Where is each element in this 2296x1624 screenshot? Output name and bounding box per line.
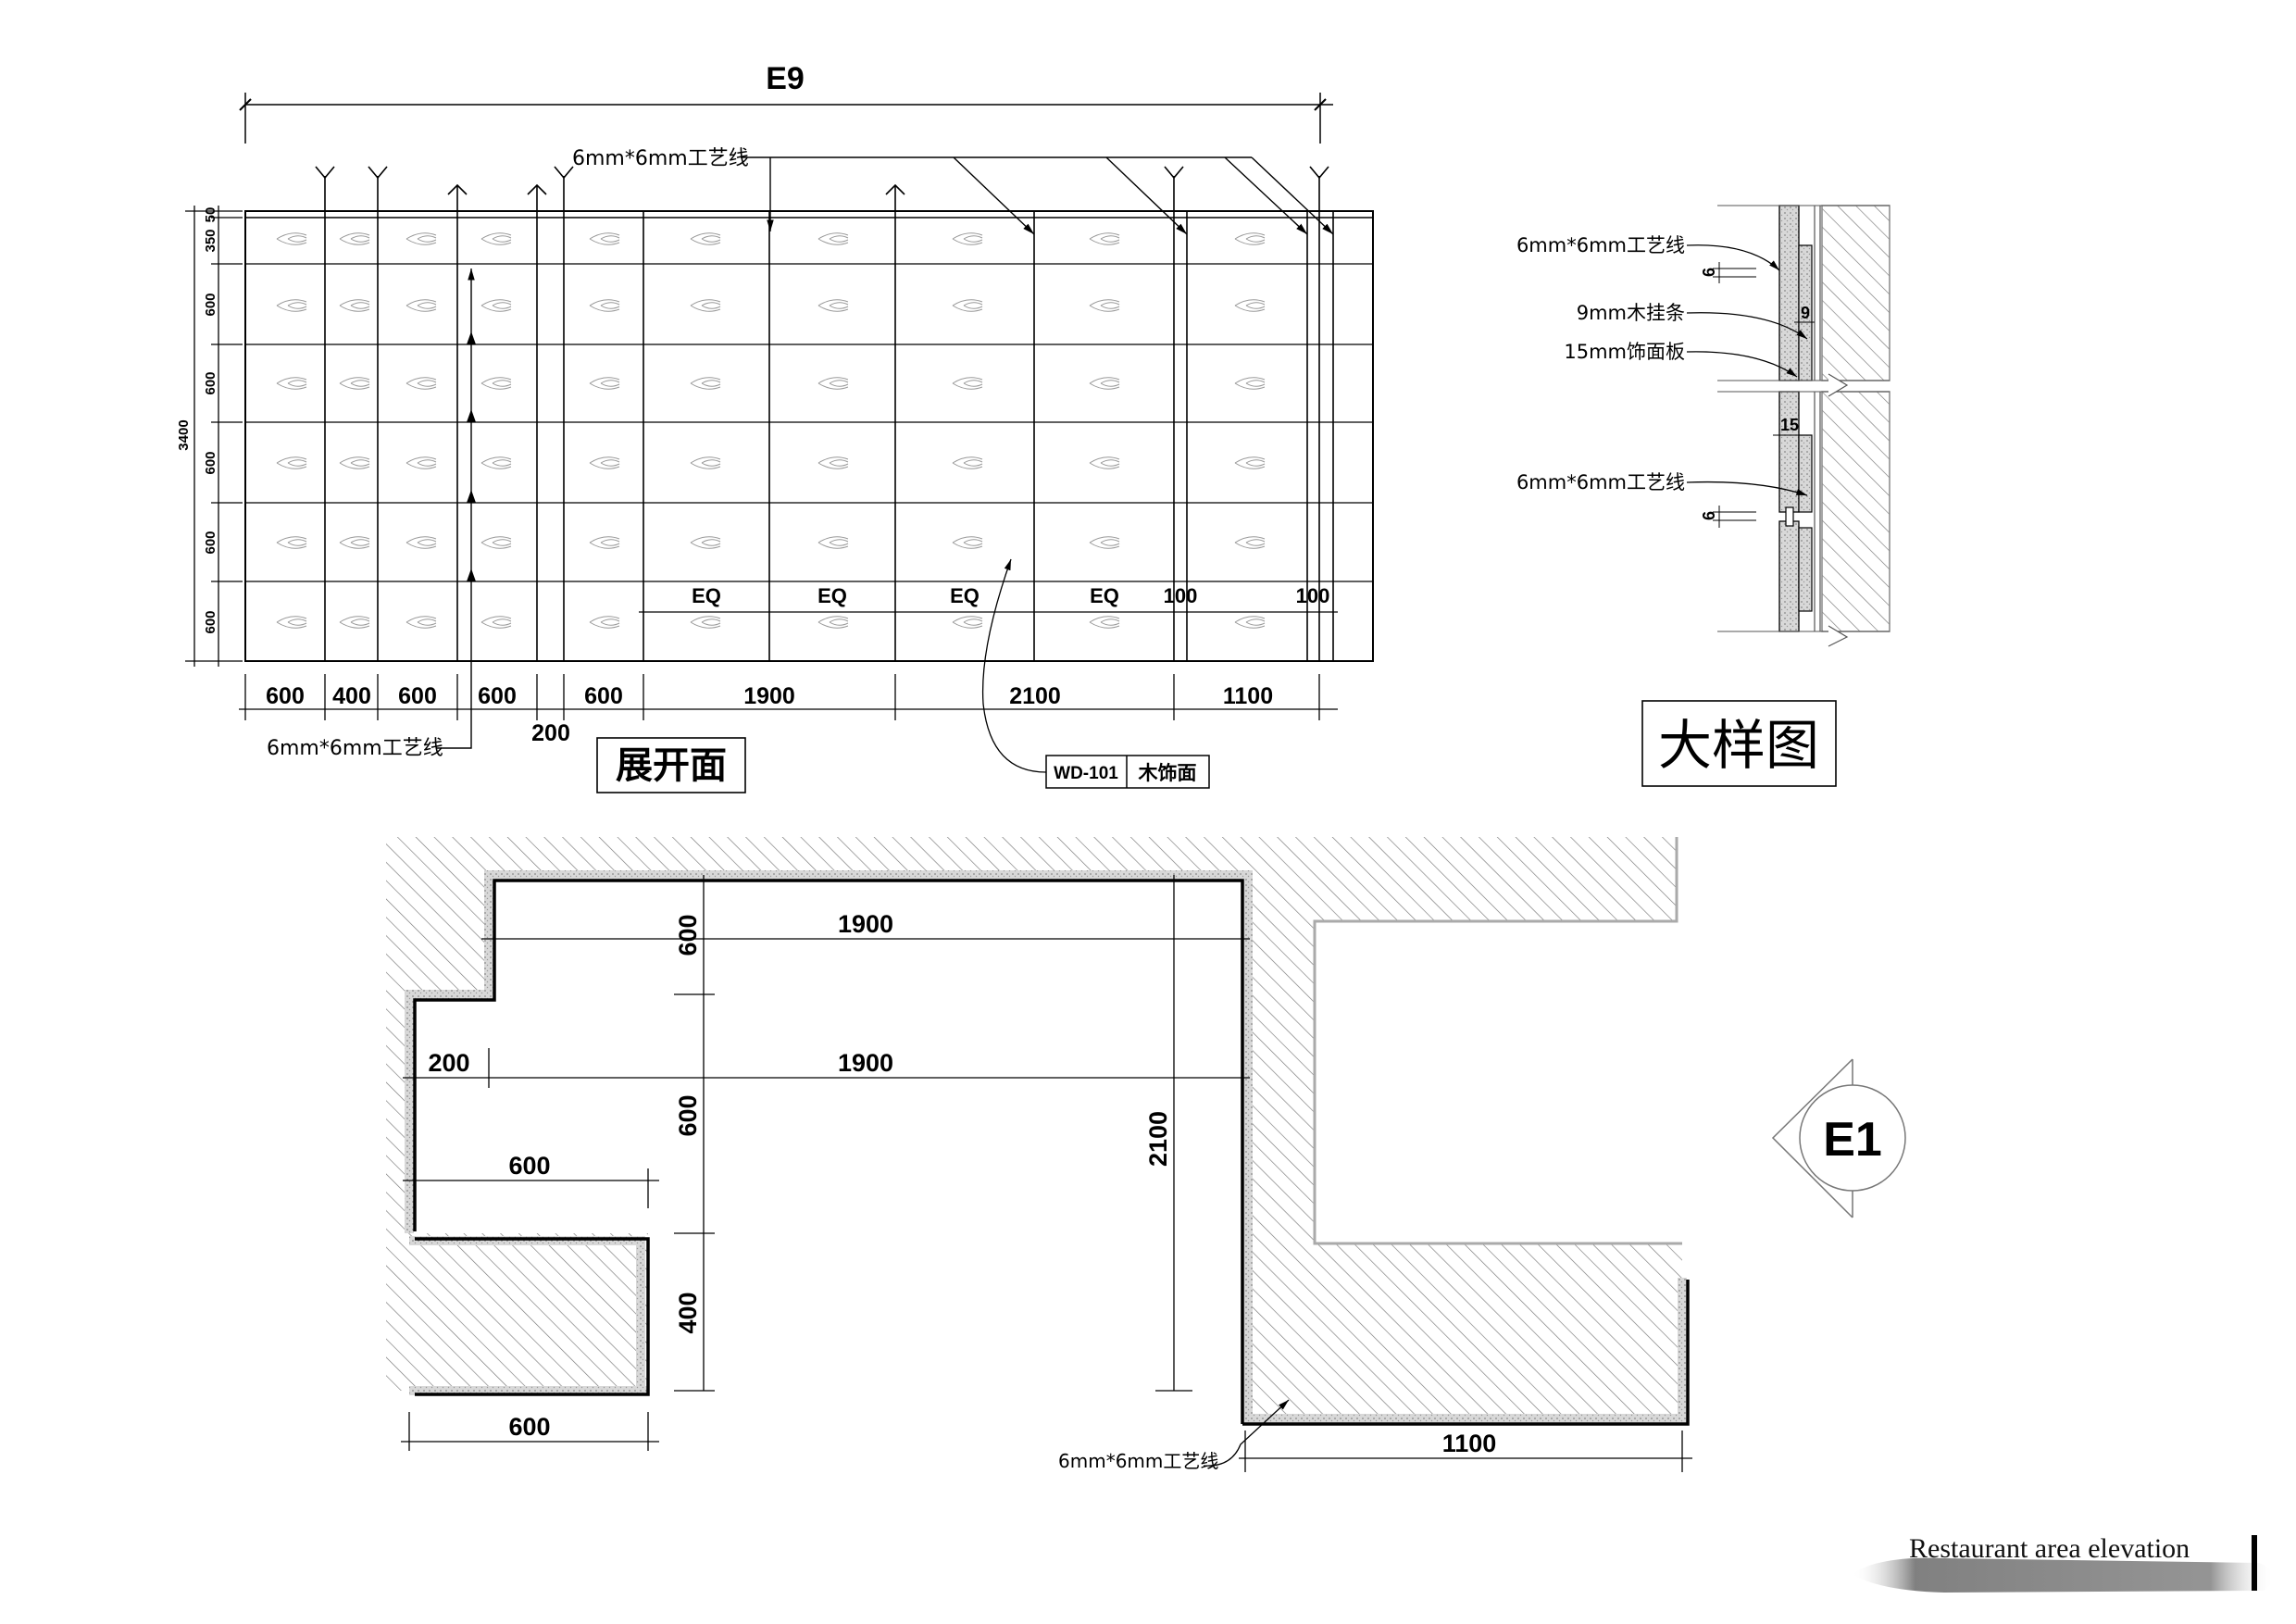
plan-dim: 600 (508, 1152, 550, 1180)
dim-row: 600 (203, 610, 218, 633)
plan-dim: 2100 (1144, 1111, 1172, 1167)
dim-row: 350 (203, 229, 218, 252)
dim-col: 400 (332, 683, 371, 709)
detail-dim: 15 (1780, 416, 1799, 434)
plan-callout-groove: 6mm*6mm工艺线 (1058, 1450, 1218, 1472)
detail-dim: 6 (1700, 268, 1718, 277)
detail-label-groove1: 6mm*6mm工艺线 (1516, 234, 1685, 256)
title-stamp: Restaurant area elevation (1852, 1533, 2275, 1593)
dim-col: 600 (478, 683, 517, 709)
dim-col: 200 (531, 720, 570, 746)
dim-row: 600 (203, 531, 218, 554)
dim-col: 2100 (1009, 683, 1061, 709)
dim-eq: EQ (1090, 584, 1119, 607)
detail-label-panel: 15mm饰面板 (1564, 341, 1685, 363)
plan-dim: 400 (674, 1292, 702, 1333)
detail-label-groove2: 6mm*6mm工艺线 (1516, 471, 1685, 493)
dim-col: 600 (398, 683, 437, 709)
material-name: 木饰面 (1138, 762, 1197, 784)
dim-eq: EQ (817, 584, 847, 607)
plan-dim: 600 (508, 1413, 550, 1441)
material-tag: WD-101 木饰面 (1045, 755, 1210, 789)
plan-dim: 600 (674, 914, 702, 956)
material-code: WD-101 (1054, 764, 1118, 783)
dim-row: 50 (203, 207, 218, 223)
dim-offset: 100 (1296, 584, 1330, 607)
view-marker-label: E1 (1823, 1113, 1882, 1167)
dim-row: 600 (203, 293, 218, 316)
detail-dim: 6 (1700, 511, 1718, 520)
plan-dim: 600 (674, 1094, 702, 1136)
dim-offset: 100 (1164, 584, 1198, 607)
dim-col: 600 (584, 683, 623, 709)
detail-section-view: 6mm*6mm工艺线 9mm木挂条 15mm饰面板 6mm*6mm工艺线 6 9… (1516, 205, 1890, 787)
view-marker-e1: E1 (1771, 1058, 1906, 1218)
callout-groove-bottom: 6mm*6mm工艺线 (267, 737, 443, 760)
plan-dim: 1100 (1442, 1430, 1497, 1457)
detail-caption: 大样图 (1658, 714, 1819, 777)
dim-overall-height: 3400 (176, 419, 192, 450)
dim-col: 1900 (743, 683, 795, 709)
dim-row: 600 (203, 451, 218, 474)
dim-eq: EQ (950, 584, 980, 607)
detail-label-batten: 9mm木挂条 (1577, 302, 1685, 324)
floor-plan-view: 1900 1900 200 600 600 1100 600 600 400 2… (386, 837, 1906, 1472)
dim-col: 600 (266, 683, 305, 709)
callout-groove-top: 6mm*6mm工艺线 (572, 147, 749, 170)
sheet-title: Restaurant area elevation (1909, 1533, 2190, 1564)
elevation-caption: 展开面 (616, 744, 727, 787)
detail-dim: 9 (1801, 304, 1810, 322)
plan-dim: 1900 (838, 1049, 893, 1077)
plan-dim: 200 (428, 1049, 469, 1077)
plan-dim: 1900 (838, 910, 893, 938)
dim-eq: EQ (692, 584, 721, 607)
dim-col: 1100 (1223, 683, 1273, 709)
dim-row: 600 (203, 371, 218, 394)
elevation-id-label: E9 (766, 61, 805, 96)
elevation-view: E9 (176, 61, 1374, 793)
